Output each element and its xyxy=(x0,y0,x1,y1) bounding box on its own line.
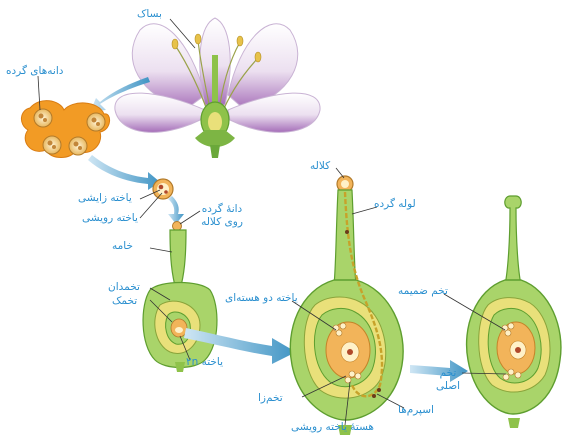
label-ovule: تخمک xyxy=(112,295,137,308)
label-anther: بساک xyxy=(137,8,162,21)
label-main-zygote: تخم اصلی xyxy=(432,367,464,392)
label-sperms: اسپرم‌ها xyxy=(398,404,434,417)
label-stigma: کلاله xyxy=(310,160,330,173)
pistil-large-fertilization xyxy=(290,176,403,435)
label-pollen-grains: دانه‌های گرده xyxy=(6,65,63,78)
label-style: خامه xyxy=(112,240,133,253)
label-binucleate-cell: یاخته دو هسته‌ای xyxy=(225,292,298,305)
pistil-small xyxy=(143,222,217,373)
arrow-anther-to-pollen xyxy=(88,155,160,190)
label-cell-2n: یاخته ۲n xyxy=(186,356,223,369)
flower-illustration xyxy=(115,18,320,158)
arrow-pollen-to-stigma xyxy=(168,196,184,224)
label-ovary: تخمدان xyxy=(108,281,140,294)
label-vegetative-nucleus: هستهٔ یاخته رویشی xyxy=(291,421,374,434)
label-pollen-tube: لوله گرده xyxy=(374,198,416,211)
pollen-grain xyxy=(153,179,173,199)
label-endosperm-zygote: تخم ضمیمه xyxy=(398,285,448,298)
label-pollen-on-stigma: دانهٔ گرده روی کلاله xyxy=(196,203,248,228)
pistil-zygote xyxy=(467,196,561,428)
label-vegetative-cell: یاخته رویشی xyxy=(82,212,138,225)
anther-section xyxy=(21,101,109,158)
label-egg-cell: تخم‌زا xyxy=(258,392,283,405)
label-generative-cell: یاخته زایشی xyxy=(78,192,132,205)
